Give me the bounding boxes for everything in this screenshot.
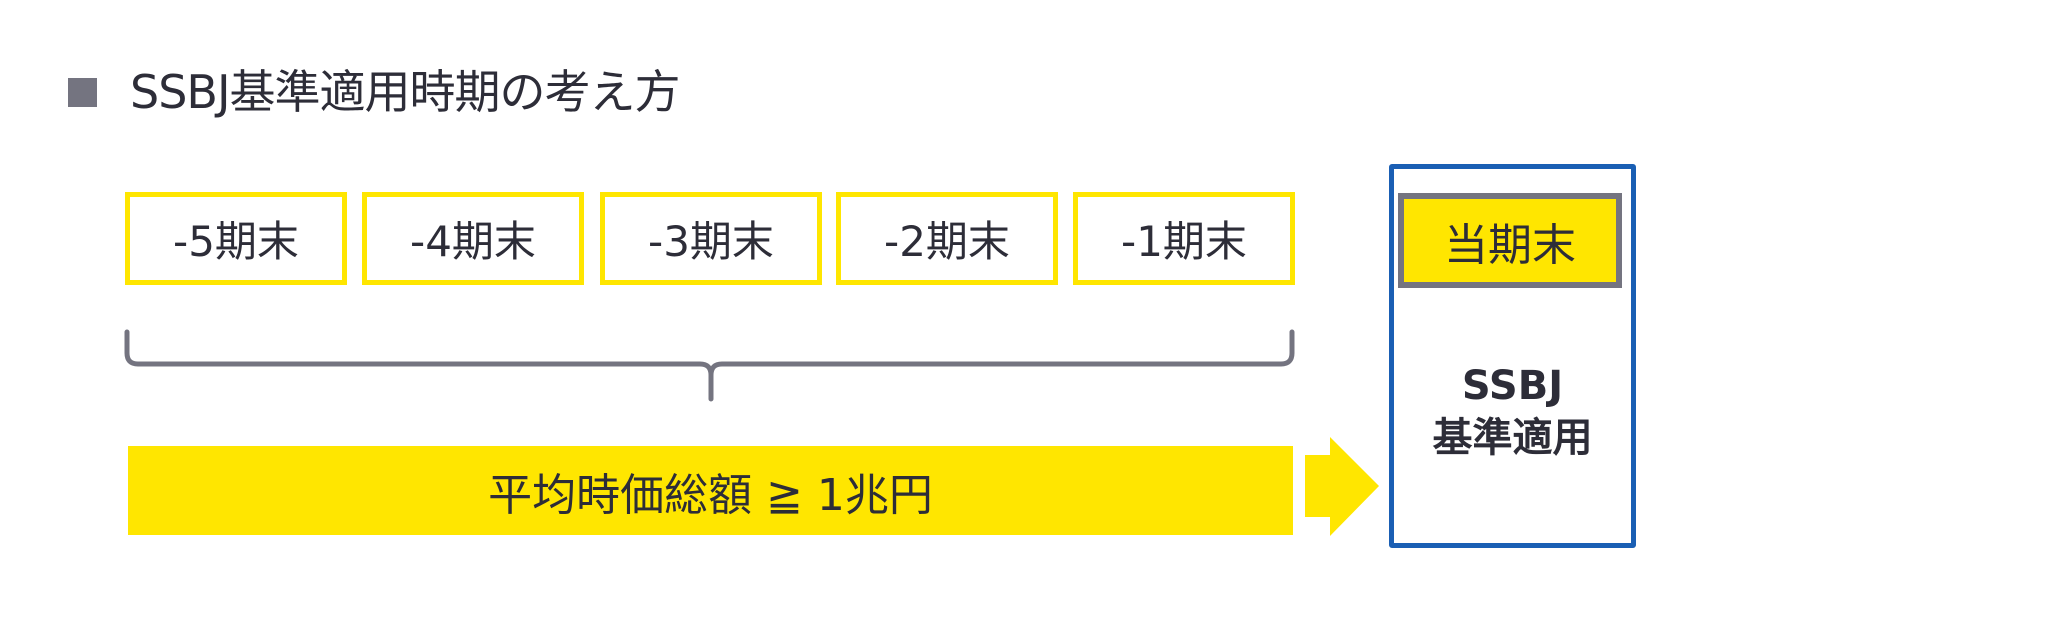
- period-box-minus4: -4期末: [362, 192, 584, 285]
- result-line-1: SSBJ: [1461, 363, 1564, 409]
- current-period-box: 当期末: [1398, 193, 1622, 288]
- period-label: -1期末: [1121, 217, 1247, 266]
- curly-bracket-icon: [124, 329, 1295, 402]
- period-label: -4期末: [410, 217, 536, 266]
- period-label: -5期末: [173, 217, 299, 266]
- right-arrow-icon: [1305, 437, 1379, 536]
- ssbj-application-text: SSBJ 基準適用: [1389, 360, 1636, 464]
- market-cap-condition-bar: 平均時価総額 ≧ 1兆円: [128, 446, 1293, 535]
- current-period-label: 当期末: [1444, 219, 1576, 271]
- condition-label: 平均時価総額 ≧ 1兆円: [488, 469, 933, 521]
- period-box-minus2: -2期末: [836, 192, 1058, 285]
- period-label: -2期末: [884, 217, 1010, 266]
- page-title: SSBJ基準適用時期の考え方: [130, 65, 681, 119]
- result-line-2: 基準適用: [1432, 415, 1593, 461]
- period-label: -3期末: [648, 217, 774, 266]
- period-box-minus3: -3期末: [600, 192, 822, 285]
- period-box-minus5: -5期末: [125, 192, 347, 285]
- square-bullet-icon: [68, 78, 97, 107]
- period-box-minus1: -1期末: [1073, 192, 1295, 285]
